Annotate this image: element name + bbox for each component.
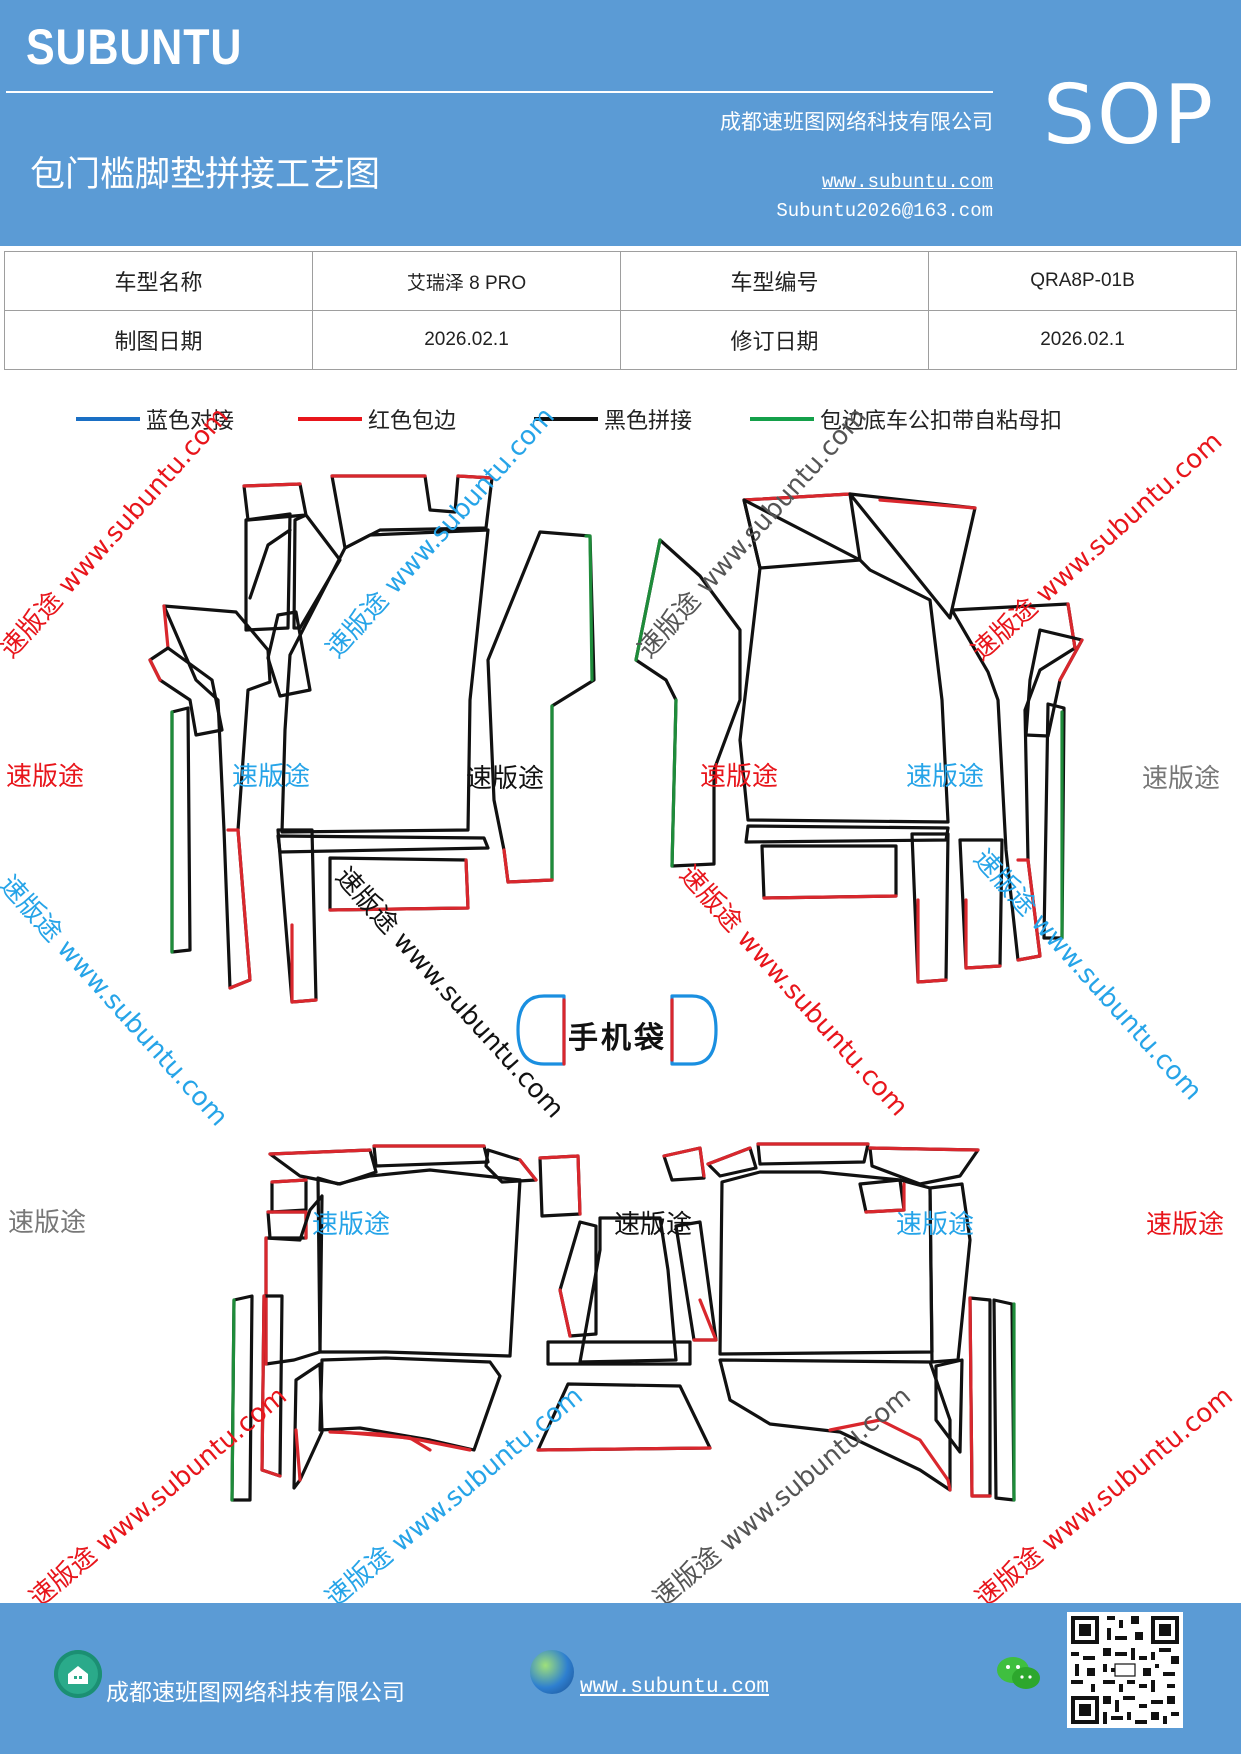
front-left-mat [148,474,596,1004]
value-model-name: 艾瑞泽 8 PRO [312,251,621,311]
legend-item-black: 黑色拼接 [534,404,692,434]
watermark-brand-blue-rear: 速版途 [312,1210,391,1240]
rear-right-mat [662,1142,1016,1502]
phone-bag [516,994,718,1066]
header-company: 成都速班图网络科技有限公司 [720,110,993,134]
mat-splice-diagram [148,474,1084,1502]
legend-swatch-black [534,417,598,421]
legend-item-red: 红色包边 [298,404,456,434]
wechat-icon[interactable] [995,1654,1043,1694]
header-divider [6,91,993,93]
watermark-brand-lightblue: 速版途 [906,762,985,792]
watermark-brand-blue: 速版途 [232,762,311,792]
table-row: 车型名称 艾瑞泽 8 PRO 车型编号 QRA8P-01B [4,251,1237,311]
footer-website-link[interactable]: www.subuntu.com [580,1676,770,1699]
label-draw-date: 制图日期 [4,310,313,370]
watermark-brand-blue-rear-right: 速版途 [896,1210,975,1240]
header-website-link[interactable]: www.subuntu.com [821,171,993,193]
footer-company: 成都速班图网络科技有限公司 [106,1680,405,1706]
label-model-code: 车型编号 [620,251,929,311]
header-banner [0,0,1241,246]
value-draw-date: 2026.02.1 [312,310,621,370]
legend-item-green: 包边底车公扣带自粘母扣 [750,404,1062,434]
rear-left-mat [230,1144,582,1502]
legend-label: 黑色拼接 [604,409,693,434]
phone-bag-label: 手机袋 [568,1021,667,1056]
legend-label: 包边底车公扣带自粘母扣 [820,409,1063,434]
brand-logo: SUBUNTU [26,19,243,75]
globe-icon [530,1650,574,1694]
legend-label: 蓝色对接 [146,409,235,434]
header-email[interactable]: Subuntu2026@163.com [776,200,993,222]
watermark-brand-gray-left: 速版途 [8,1208,87,1238]
table-row: 制图日期 2026.02.1 修订日期 2026.02.1 [4,310,1237,370]
value-revise-date: 2026.02.1 [928,310,1237,370]
watermark-brand-black: 速版途 [466,764,545,794]
watermark-brand-black-rear: 速版途 [614,1210,693,1240]
watermark-brand-red-left: 速版途 [6,762,85,792]
info-table: 车型名称 艾瑞泽 8 PRO 车型编号 QRA8P-01B 制图日期 2026.… [4,251,1237,370]
home-icon [54,1650,102,1698]
value-model-code: QRA8P-01B [928,251,1237,311]
page-title: 包门槛脚垫拼接工艺图 [30,155,381,195]
front-right-mat [634,492,1084,984]
legend-swatch-blue [76,417,140,421]
rear-center-mat [536,1216,718,1452]
watermark-brand-gray: 速版途 [1142,764,1221,794]
label-model-name: 车型名称 [4,251,313,311]
watermark-brand-red-right: 速版途 [1146,1210,1225,1240]
legend-swatch-green [750,417,814,421]
label-revise-date: 修订日期 [620,310,929,370]
qr-code[interactable] [1067,1612,1183,1728]
legend-item-blue: 蓝色对接 [76,404,234,434]
legend-label: 红色包边 [368,409,457,434]
watermark-brand-red: 速版途 [700,762,779,792]
legend-swatch-red [298,417,362,421]
sop-badge: SOP [1043,68,1216,163]
